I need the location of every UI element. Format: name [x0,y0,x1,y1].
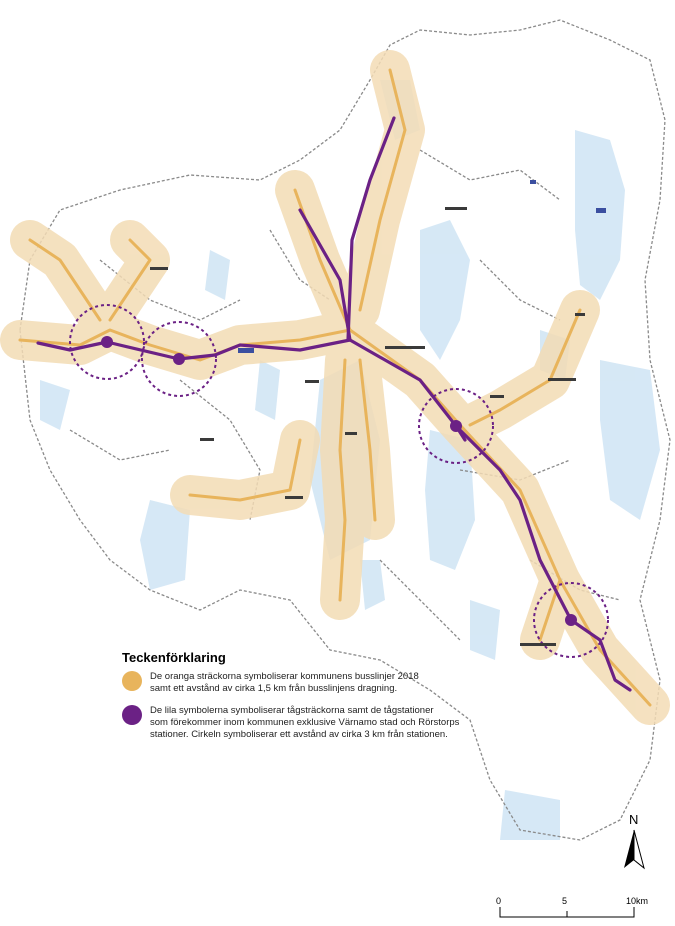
north-arrow: N [620,812,650,872]
station-buffer-circle [141,321,217,397]
north-label: N [629,812,639,827]
station-buffer-layer [69,304,609,658]
legend-item-bus: De oranga sträckorna symboliserar kommun… [122,671,542,695]
scale-bar-line [499,907,635,918]
train-station [565,614,577,626]
scale-tick-5: 5 [562,896,568,906]
train-station [101,336,113,348]
train-line-layer [36,116,632,692]
town-marker-layer [150,180,606,646]
legend: Teckenförklaring De oranga sträckorna sy… [122,650,542,751]
legend-item-train: De lila symbolerna symboliserar tågsträc… [122,705,542,741]
bus-buffer-layer [0,50,670,725]
legend-train-text: De lila symbolerna symboliserar tågsträc… [150,705,460,740]
train-station [450,420,462,432]
station-layer [101,336,577,626]
scale-tick-10: 10km [626,896,649,906]
train-station [173,353,185,365]
bus-swatch-icon [122,671,142,691]
legend-title: Teckenförklaring [122,650,226,665]
scale-tick-0: 0 [496,896,502,906]
station-buffer-circle [69,304,145,380]
legend-bus-text: De oranga sträckorna symboliserar kommun… [150,671,419,694]
station-buffer-circle [418,388,494,464]
station-buffer-circle [533,582,609,658]
north-arrow-icon [624,829,645,870]
train-swatch-icon [122,705,142,725]
scale-bar: 0 5 10km [494,896,648,920]
